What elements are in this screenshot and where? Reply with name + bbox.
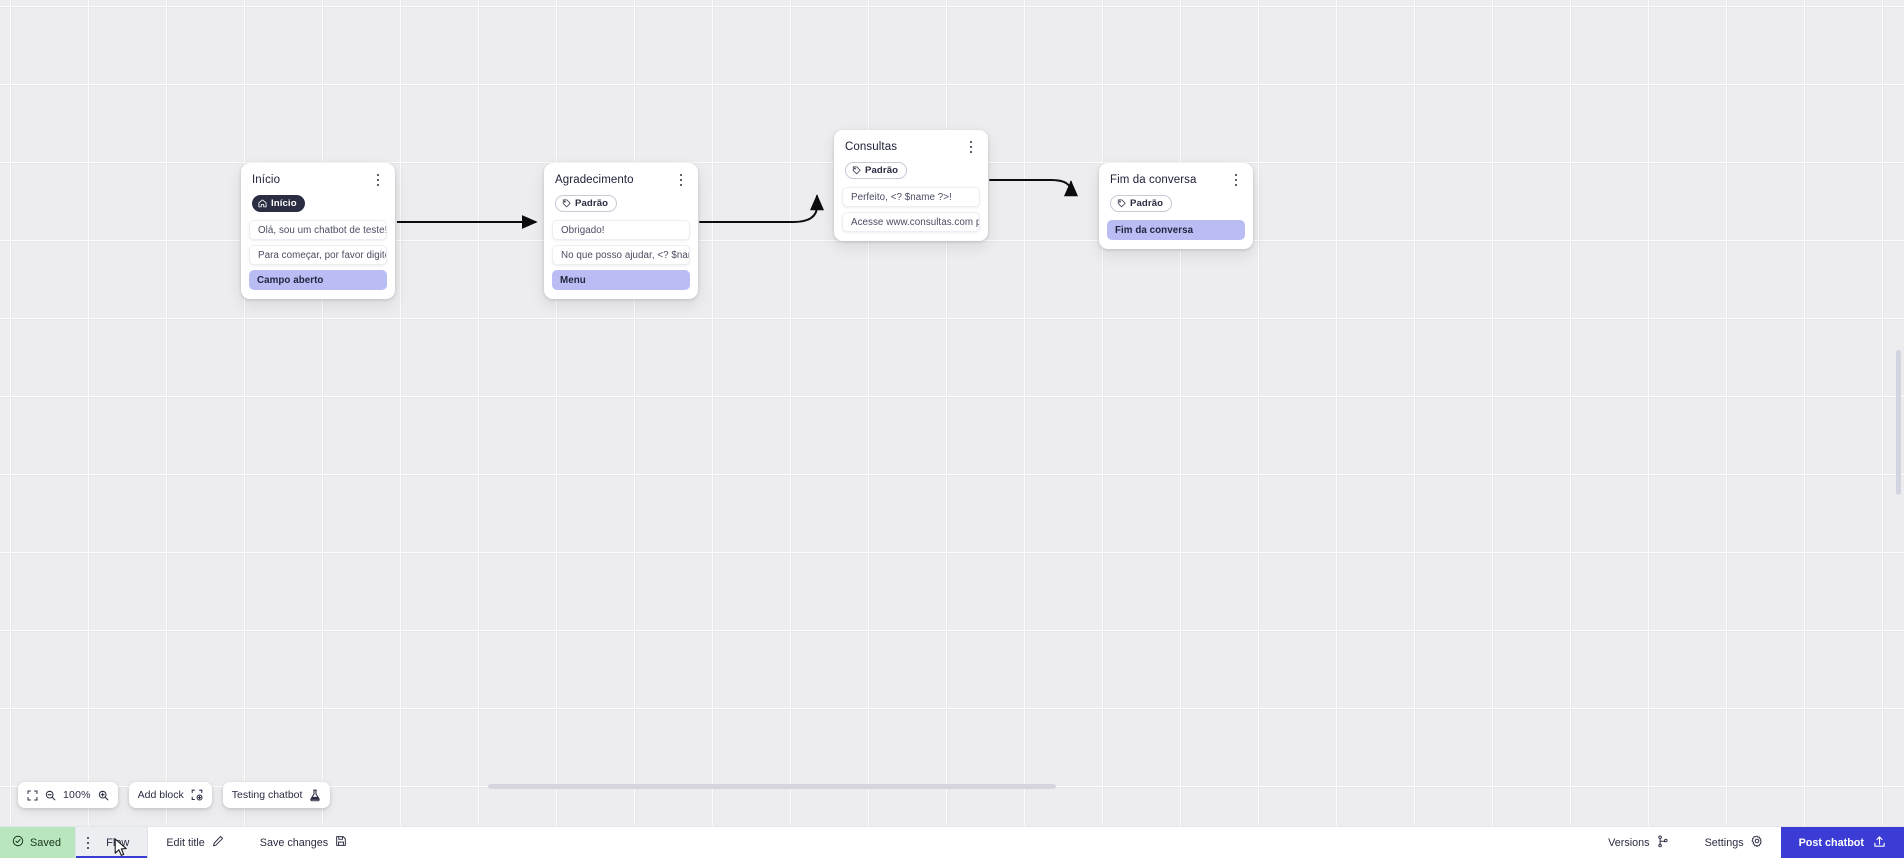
- node-header: Consultas: [842, 139, 980, 156]
- node-row-message[interactable]: No que posso ajudar, <? $name ...: [552, 245, 690, 265]
- add-block-button[interactable]: Add block: [128, 782, 212, 808]
- gear-icon: [1751, 835, 1763, 850]
- node-row-message[interactable]: Acesse www.consultas.com par...: [842, 212, 980, 232]
- node-badge-inicio[interactable]: Início: [252, 195, 305, 212]
- node-agradecimento[interactable]: Agradecimento Padrão Obrigado! No que po…: [544, 163, 698, 299]
- node-title: Fim da conversa: [1110, 174, 1197, 186]
- zoom-level-label: 100%: [63, 789, 91, 801]
- node-header: Fim da conversa: [1107, 172, 1245, 189]
- node-menu-icon[interactable]: [965, 140, 978, 156]
- flow-connections: [397, 179, 1079, 230]
- testing-chatbot-label: Testing chatbot: [231, 789, 303, 801]
- node-badge-label: Padrão: [865, 165, 899, 176]
- node-menu-icon[interactable]: [372, 173, 385, 189]
- node-row-action[interactable]: Fim da conversa: [1107, 220, 1245, 240]
- node-badge-label: Padrão: [1130, 198, 1164, 209]
- vertical-scrollbar[interactable]: [1896, 350, 1901, 495]
- edge-agradecimento-to-consultas: [699, 194, 825, 223]
- save-changes-label: Save changes: [259, 836, 329, 849]
- testing-chatbot-button[interactable]: Testing chatbot: [222, 782, 331, 808]
- tab-flow-label: Flow: [106, 836, 130, 849]
- post-chatbot-label: Post chatbot: [1798, 836, 1864, 849]
- settings-button[interactable]: Settings: [1687, 827, 1781, 858]
- bottom-bar-spacer: [365, 827, 1590, 858]
- edit-title-label: Edit title: [166, 836, 205, 849]
- node-badge-row: Início: [249, 189, 387, 213]
- flow-canvas[interactable]: Início Início Olá, sou um chatbot de tes…: [0, 0, 1904, 826]
- upload-icon: [1873, 835, 1886, 851]
- post-chatbot-button[interactable]: Post chatbot: [1780, 827, 1904, 858]
- edit-title-button[interactable]: Edit title: [148, 827, 241, 858]
- zoom-in-icon[interactable]: [98, 790, 109, 801]
- tab-flow[interactable]: Flow: [75, 827, 149, 858]
- node-title: Início: [252, 174, 281, 186]
- saved-status-badge: Saved: [0, 827, 76, 858]
- node-badge-label: Início: [271, 198, 297, 209]
- node-menu-icon[interactable]: [1230, 173, 1243, 189]
- node-row-message[interactable]: Obrigado!: [552, 220, 690, 240]
- node-badge-label: Padrão: [575, 198, 609, 209]
- node-rows: Perfeito, <? $name ?>! Acesse www.consul…: [842, 187, 980, 232]
- versions-label: Versions: [1608, 836, 1650, 849]
- add-block-icon: [191, 789, 203, 801]
- save-changes-button[interactable]: Save changes: [242, 827, 365, 858]
- bottom-bar: Saved Flow Edit title Save changes Versi…: [0, 826, 1904, 858]
- zoom-controls: 100%: [18, 782, 118, 808]
- node-rows: Obrigado! No que posso ajudar, <? $name …: [552, 220, 690, 290]
- node-row-action[interactable]: Campo aberto: [249, 270, 387, 290]
- edge-consultas-to-fim: [989, 179, 1079, 197]
- node-fim-da-conversa[interactable]: Fim da conversa Padrão Fim da conversa: [1099, 163, 1253, 249]
- node-row-message[interactable]: Olá, sou um chatbot de teste!: [249, 220, 387, 240]
- node-row-message[interactable]: Para começar, por favor digite o ...: [249, 245, 387, 265]
- node-rows: Fim da conversa: [1107, 220, 1245, 240]
- tag-icon: [852, 166, 861, 175]
- node-consultas[interactable]: Consultas Padrão Perfeito, <? $name ?>! …: [834, 130, 988, 241]
- node-badge-padrao[interactable]: Padrão: [845, 162, 908, 179]
- versions-button[interactable]: Versions: [1590, 827, 1686, 858]
- node-badge-padrao[interactable]: Padrão: [1110, 195, 1173, 212]
- pencil-icon: [212, 835, 224, 850]
- node-badge-row: Padrão: [552, 189, 690, 213]
- node-rows: Olá, sou um chatbot de teste! Para começ…: [249, 220, 387, 290]
- node-title: Agradecimento: [555, 174, 634, 186]
- node-title: Consultas: [845, 141, 898, 153]
- tag-icon: [1117, 199, 1126, 208]
- node-row-message[interactable]: Perfeito, <? $name ?>!: [842, 187, 980, 207]
- canvas-toolbar: 100% Add block Testing chatbot: [18, 782, 331, 808]
- tag-icon: [562, 199, 571, 208]
- node-badge-padrao[interactable]: Padrão: [555, 195, 618, 212]
- fit-screen-icon[interactable]: [27, 790, 38, 801]
- node-badge-row: Padrão: [1107, 189, 1245, 213]
- home-icon: [258, 199, 267, 208]
- settings-label: Settings: [1704, 836, 1744, 849]
- add-block-label: Add block: [137, 789, 184, 801]
- node-badge-row: Padrão: [842, 156, 980, 180]
- branch-icon: [1657, 835, 1669, 851]
- zoom-out-icon[interactable]: [45, 790, 56, 801]
- horizontal-scrollbar[interactable]: [488, 784, 1056, 789]
- saved-label: Saved: [30, 836, 62, 849]
- node-header: Início: [249, 172, 387, 189]
- flask-icon: [309, 789, 321, 802]
- node-menu-icon[interactable]: [675, 173, 688, 189]
- node-row-action[interactable]: Menu: [552, 270, 690, 290]
- floppy-disk-icon: [335, 835, 347, 850]
- node-header: Agradecimento: [552, 172, 690, 189]
- flow-kebab-menu-icon[interactable]: [82, 835, 94, 851]
- node-inicio[interactable]: Início Início Olá, sou um chatbot de tes…: [241, 163, 395, 299]
- check-circle-icon: [12, 835, 24, 850]
